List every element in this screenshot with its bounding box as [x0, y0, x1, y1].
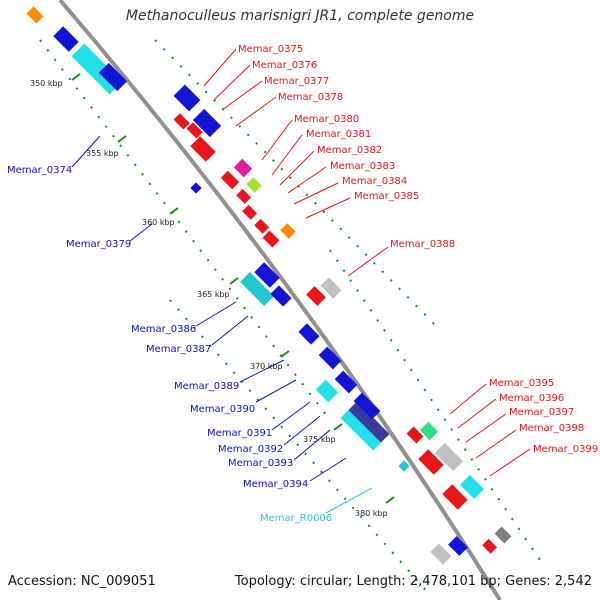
gene-label: Memar_0387 — [146, 344, 211, 355]
gene-label: Memar_0399 — [533, 444, 598, 455]
map-title: Methanoculleus marisnigri JR1, complete … — [125, 8, 475, 24]
gene-label: Memar_0377 — [264, 76, 329, 87]
genome-backbone — [58, 0, 502, 600]
kbp-ticks: 350 kbp 355 kbp 360 kbp 365 kbp 370 kbp … — [30, 73, 395, 518]
gene-label: Memar_0385 — [354, 191, 419, 202]
gene-label: Memar_0395 — [489, 378, 554, 389]
gene-label: Memar_0388 — [390, 239, 455, 250]
forward-labels: Memar_0375 Memar_0376 Memar_0377 Memar_0… — [203, 44, 598, 477]
reverse-labels: Memar_0374 Memar_0379 Memar_0386 Memar_0… — [7, 135, 347, 490]
rna-labels: Memar_R0006 — [260, 487, 373, 524]
kbp-tick: 365 kbp — [197, 290, 230, 299]
gene-label: Memar_0379 — [66, 239, 131, 250]
kbp-tick: 355 kbp — [86, 149, 119, 158]
gene-label: Memar_0383 — [330, 161, 395, 172]
gene-label: Memar_0376 — [252, 60, 317, 71]
reverse-genes[interactable] — [26, 6, 468, 565]
gene-label: Memar_0393 — [228, 458, 293, 469]
gene-label: Memar_0390 — [190, 404, 255, 415]
forward-genes[interactable] — [173, 84, 512, 554]
kbp-tick: 350 kbp — [30, 79, 63, 88]
gene-label: Memar_R0006 — [260, 513, 332, 524]
gene-label: Memar_0394 — [243, 479, 308, 490]
track-dots — [39, 39, 541, 596]
gene-label: Memar_0381 — [306, 129, 371, 140]
gene-label: Memar_0378 — [278, 92, 343, 103]
gene-label: Memar_0375 — [238, 44, 303, 55]
gene-label: Memar_0398 — [519, 423, 584, 434]
topology-summary: Topology: circular; Length: 2,478,101 bp… — [234, 574, 592, 589]
gene-label: Memar_0392 — [218, 444, 283, 455]
gene-label: Memar_0382 — [317, 145, 382, 156]
gene-label: Memar_0386 — [131, 324, 196, 335]
track-outer-forward — [154, 39, 541, 561]
gene-label: Memar_0396 — [499, 393, 564, 404]
gene-label: Memar_0391 — [207, 428, 272, 439]
kbp-tick: 370 kbp — [250, 362, 283, 371]
kbp-tick: 380 kbp — [355, 509, 388, 518]
accession-text: Accession: NC_009051 — [8, 574, 156, 589]
gene-label: Memar_0374 — [7, 165, 72, 176]
gene-label: Memar_0389 — [174, 381, 239, 392]
kbp-tick: 360 kbp — [142, 218, 175, 227]
gene-label: Memar_0397 — [509, 407, 574, 418]
gene-label: Memar_0384 — [342, 176, 407, 187]
gene-label: Memar_0380 — [294, 114, 359, 125]
